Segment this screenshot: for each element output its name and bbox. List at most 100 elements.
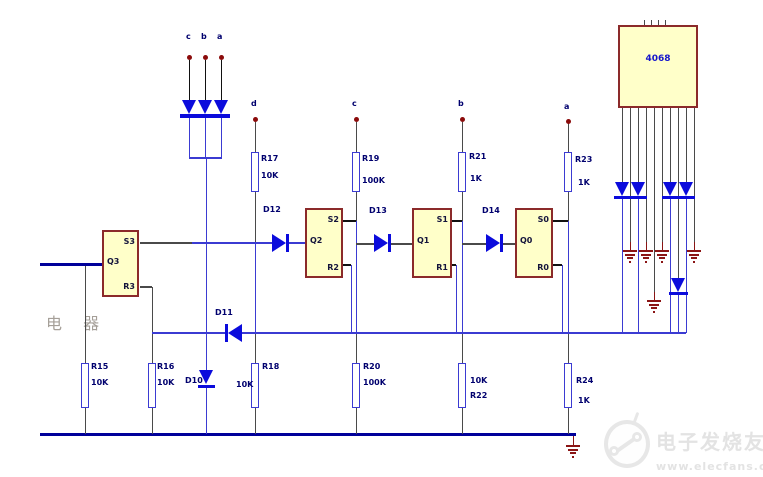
label-100K: 100K — [363, 378, 386, 387]
label-c: c — [186, 32, 191, 41]
diode-icon — [671, 278, 685, 292]
ground-symbol — [645, 260, 647, 263]
label-R22: R22 — [470, 391, 488, 400]
wire — [356, 122, 357, 152]
wire — [205, 118, 206, 158]
terminal-dot — [187, 55, 192, 60]
label-1K: 1K — [578, 396, 590, 405]
wire — [654, 121, 655, 292]
wire — [553, 264, 562, 266]
ground-symbol — [629, 260, 631, 263]
wire — [568, 122, 569, 152]
terminal-dot — [219, 55, 224, 60]
wire — [40, 263, 102, 266]
label-1K: 1K — [578, 178, 590, 187]
wire — [255, 408, 256, 434]
label-D10: D10 — [185, 376, 203, 385]
diode-icon — [663, 182, 677, 196]
wire — [694, 242, 695, 250]
wire — [646, 242, 647, 250]
resistor-R21 — [458, 152, 466, 192]
wire — [678, 295, 679, 333]
wire — [255, 122, 256, 152]
wire — [40, 433, 576, 436]
label-10K: 10K — [157, 378, 175, 387]
wire — [255, 332, 256, 363]
wire — [152, 287, 153, 363]
wire — [638, 199, 639, 333]
pin-label-reset: R1 — [436, 263, 448, 272]
wire — [192, 242, 272, 244]
side-text: 电 器 — [46, 314, 108, 333]
wire — [255, 192, 256, 242]
ic-tick — [665, 20, 666, 25]
diode-icon — [631, 182, 645, 196]
watermark-url: www.elecfans.com — [656, 460, 763, 473]
wire — [562, 265, 563, 333]
wire — [140, 286, 152, 288]
wire — [351, 265, 352, 333]
wire — [356, 408, 357, 434]
ground-symbol — [647, 300, 661, 302]
label-R17: R17 — [261, 154, 279, 163]
ic-pin — [654, 108, 655, 121]
terminal-dot — [354, 117, 359, 122]
diode-icon — [182, 100, 196, 114]
ground-symbol — [641, 253, 651, 256]
wire — [638, 121, 639, 182]
label-R18: R18 — [262, 362, 280, 371]
resistor-R24 — [564, 363, 572, 408]
ground-symbol — [623, 250, 637, 252]
ground-symbol — [689, 253, 699, 256]
wire — [630, 242, 631, 250]
wire — [189, 60, 190, 100]
label-10K: 10K — [91, 378, 109, 387]
pin-label-reset: R3 — [123, 282, 135, 291]
wire — [189, 118, 190, 158]
watermark: 电子发烧友 www.elecfans.com — [596, 410, 763, 477]
terminal-dot — [253, 117, 258, 122]
ground-symbol — [568, 448, 578, 451]
wire — [356, 332, 357, 363]
ground-symbol — [627, 257, 633, 259]
ic-pin — [646, 108, 647, 121]
label-d: d — [251, 99, 257, 108]
wire — [198, 385, 215, 388]
block-label: Q1 — [417, 236, 430, 245]
resistor-R17 — [251, 152, 259, 192]
ic-4068: 4068 — [618, 25, 698, 108]
block-label: Q0 — [520, 236, 533, 245]
logo-circle — [604, 420, 650, 468]
ground-symbol — [572, 455, 574, 458]
label-R20: R20 — [363, 362, 381, 371]
wire — [622, 121, 623, 182]
wire — [206, 159, 207, 370]
diode-icon — [679, 182, 693, 196]
wire — [221, 118, 222, 158]
wire — [255, 242, 256, 333]
wire — [462, 192, 463, 222]
pin-label-reset: R0 — [537, 263, 549, 272]
ic-pin — [686, 108, 687, 121]
wire — [573, 436, 574, 445]
resistor-R16 — [148, 363, 156, 408]
wire — [180, 114, 230, 118]
label-R24: R24 — [576, 376, 594, 385]
ic-tick — [644, 20, 645, 25]
wire — [356, 221, 357, 333]
ground-symbol — [639, 250, 653, 252]
label-100K: 100K — [362, 176, 385, 185]
diode-icon — [199, 370, 213, 384]
ic-tick — [658, 20, 659, 25]
label-a: a — [564, 102, 570, 111]
ground-symbol — [625, 253, 635, 256]
label-1K: 1K — [470, 174, 482, 183]
wire — [388, 234, 391, 252]
wire — [686, 121, 687, 182]
elecfans-logo-icon — [596, 410, 656, 474]
wire — [662, 121, 663, 242]
wire — [568, 221, 569, 333]
label-a: a — [217, 32, 223, 41]
